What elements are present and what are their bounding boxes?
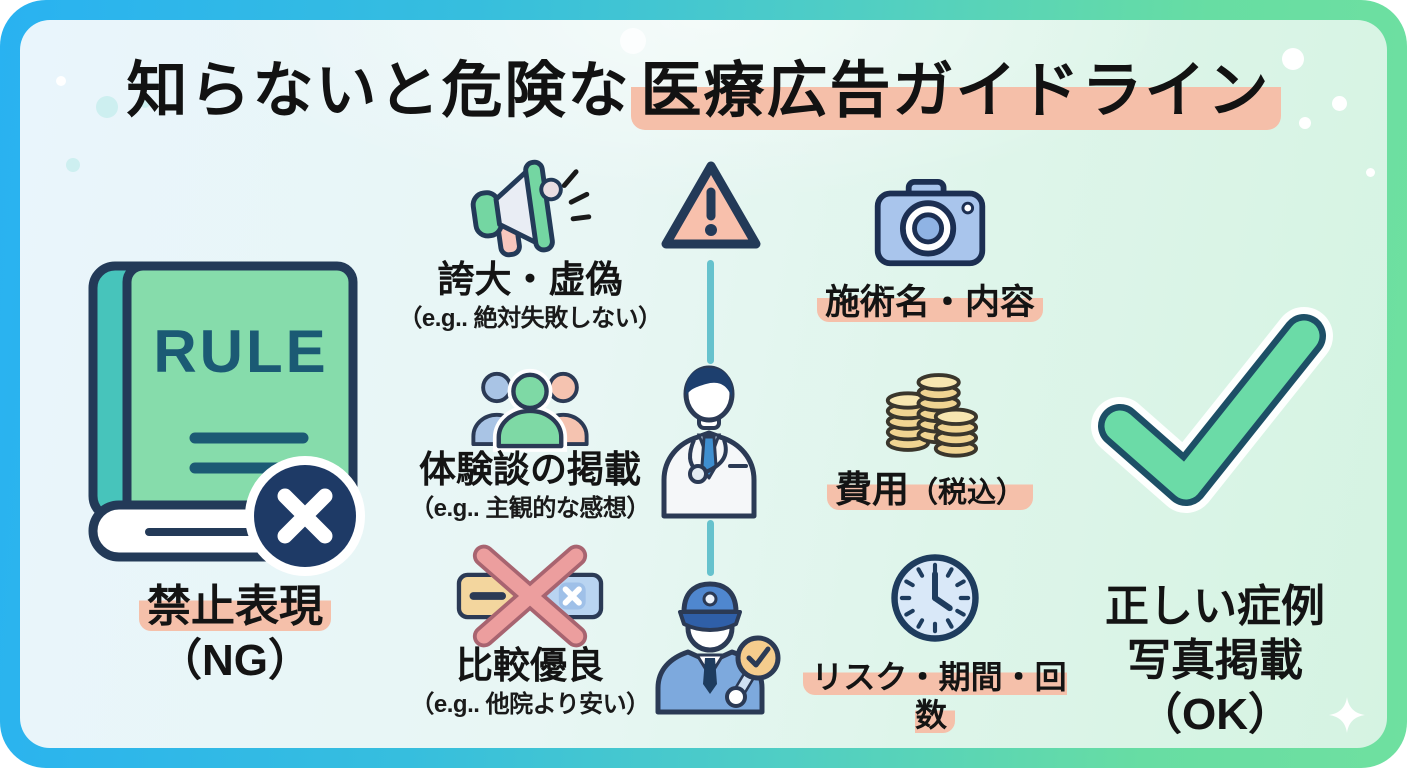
ng-item-example: （e.g.. 他院より安い） xyxy=(410,691,650,719)
ng-item-label: 誇大・虚偽 xyxy=(437,259,623,300)
prohibition-x-icon xyxy=(245,456,365,576)
ng-item-exaggeration: 誇大・虚偽 （e.g.. 絶対失敗しない） xyxy=(390,159,670,337)
clock-icon xyxy=(891,554,979,642)
bubble-decoration xyxy=(1332,96,1347,111)
bubble-decoration xyxy=(1299,117,1311,129)
bubble-decoration xyxy=(620,28,646,54)
prohibited-label-block: 禁止表現 （NG） xyxy=(55,580,415,688)
ng-item-label: 比較優良 xyxy=(456,645,604,686)
ng-item-comparison: 比較優良 （e.g.. 他院より安い） xyxy=(382,544,678,723)
people-group-icon xyxy=(471,368,589,452)
doctor-icon xyxy=(661,365,757,519)
ng-item-example: （e.g.. 主観的な感想） xyxy=(410,495,650,523)
ok-item-label: 費用 xyxy=(834,469,909,510)
title-plain-text: 知らないと危険な xyxy=(126,56,631,124)
check-mark-icon xyxy=(1091,307,1333,513)
ok-item-risk: リスク・期間・回数 xyxy=(790,552,1080,735)
ok-item-label: リスク・期間・回数 xyxy=(803,659,1067,734)
rule-book-group: RULE xyxy=(85,258,377,576)
bubble-decoration xyxy=(1366,168,1375,177)
ok-item-procedure: 施術名・内容 xyxy=(810,178,1050,324)
approved-line2: 写真掲載 xyxy=(1127,636,1303,685)
ng-item-example: （e.g.. 絶対失敗しない） xyxy=(398,305,662,333)
approved-line1: 正しい症例 xyxy=(1105,582,1325,631)
bubble-decoration xyxy=(1282,48,1304,70)
approved-label-block: 正しい症例 写真掲載 （OK） xyxy=(1060,580,1370,742)
camera-icon xyxy=(874,178,986,267)
ng-item-label: 体験談の掲載 xyxy=(419,449,641,490)
connector-line-top xyxy=(707,260,714,364)
warning-triangle-icon xyxy=(661,161,761,249)
prohibited-status: （NG） xyxy=(158,636,312,685)
approved-status: （OK） xyxy=(1138,690,1292,739)
title-highlighted-text: 医療広告ガイドライン xyxy=(630,56,1281,130)
money-coins-icon xyxy=(885,373,979,458)
sparkle-icon xyxy=(1329,697,1365,733)
bubble-decoration xyxy=(66,158,80,172)
bubble-decoration xyxy=(140,98,150,108)
ng-item-testimonials: 体験談の掲載 （e.g.. 主観的な感想） xyxy=(390,366,670,527)
comparison-cross-icon xyxy=(456,544,604,648)
page-title: 知らないと危険な医療広告ガイドライン xyxy=(0,40,1407,130)
ok-item-cost: 費用（税込） xyxy=(810,364,1050,512)
prohibited-label: 禁止表現 xyxy=(139,582,331,631)
ok-item-label: 施術名・内容 xyxy=(816,283,1043,322)
rule-book-text: RULE xyxy=(153,318,328,385)
bubble-decoration xyxy=(96,96,118,118)
police-officer-icon xyxy=(655,581,781,715)
connector-line-bottom xyxy=(707,520,714,576)
bubble-decoration xyxy=(56,76,66,86)
megaphone-icon xyxy=(470,159,592,258)
ok-item-suffix: （税込） xyxy=(908,477,1025,509)
